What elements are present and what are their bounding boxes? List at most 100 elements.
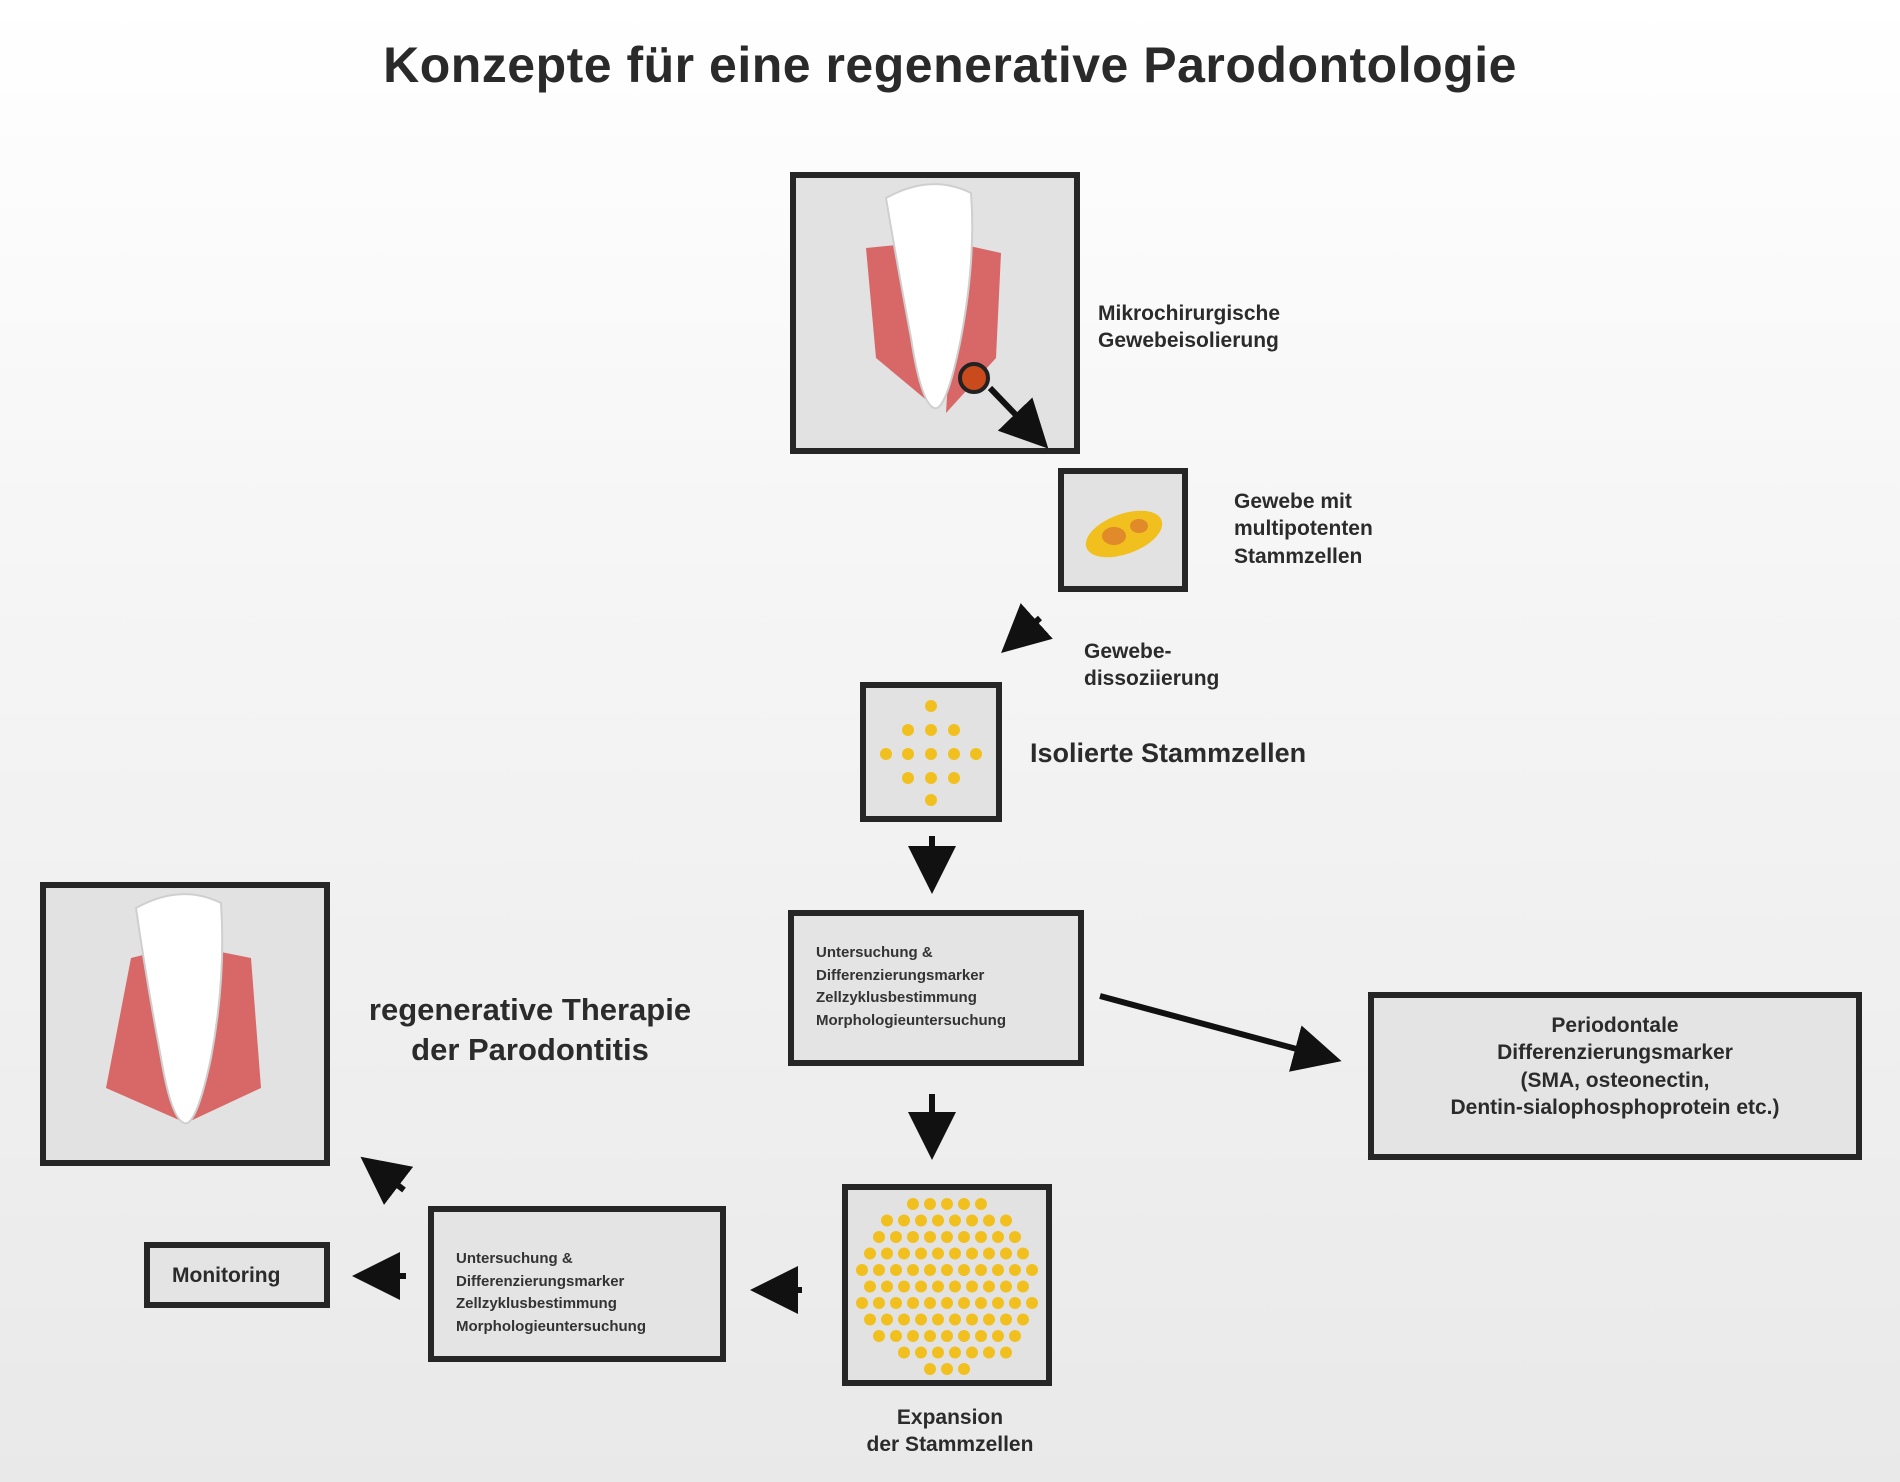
stem-cell-dot: [958, 1231, 970, 1243]
stem-cell-dot: [1000, 1247, 1012, 1260]
stem-cell-dot: [992, 1297, 1004, 1309]
stem-cell-dot: [1026, 1297, 1038, 1309]
label-therapy: regenerative Therapie der Parodontitis: [340, 990, 720, 1071]
label-isolated-cells: Isolierte Stammzellen: [1030, 738, 1307, 768]
stem-cell-dot: [898, 1280, 910, 1293]
stem-cell-dot: [932, 1280, 944, 1293]
stem-cell-dot: [932, 1346, 944, 1359]
stem-cell-dot: [941, 1363, 953, 1375]
stem-cell-dot: [966, 1247, 978, 1260]
stem-cell-dot: [941, 1330, 953, 1342]
stem-cell-dot: [1000, 1346, 1012, 1359]
stem-cell-dot: [873, 1264, 885, 1276]
stem-cell-dot: [941, 1297, 953, 1309]
stem-cell-dot: [925, 700, 937, 712]
stem-cell-dot: [932, 1313, 944, 1326]
label-tissue-line2: multipotenten: [1234, 517, 1373, 541]
stem-cell-dot: [975, 1297, 987, 1309]
stem-cell-dot: [902, 772, 914, 784]
markers-line2: Differenzierungsmarker: [1497, 1041, 1733, 1065]
stem-cell-dot: [983, 1214, 995, 1227]
stem-cell-dot: [864, 1313, 876, 1326]
stem-cell-dot: [864, 1247, 876, 1260]
arrow-analysis2-to-therapy: [360, 1156, 414, 1205]
stem-cell-dot: [907, 1297, 919, 1309]
stem-cell-dot: [958, 1297, 970, 1309]
stem-cell-dot: [856, 1297, 868, 1309]
stem-cell-dot: [924, 1330, 936, 1342]
label-isolation: Mikrochirurgische Gewebeisolierung: [1098, 300, 1280, 355]
stem-cell-dot: [958, 1363, 970, 1375]
stem-cell-dot: [983, 1346, 995, 1359]
markers-line1: Periodontale: [1551, 1014, 1679, 1037]
stem-cell-dot: [966, 1214, 978, 1227]
stem-cell-dot: [949, 1346, 961, 1359]
analysis-item: Zellzyklusbestimmung: [816, 989, 977, 1006]
markers-box: Periodontale Differenzierungsmarker (SMA…: [1368, 992, 1862, 1160]
stem-cell-dot: [958, 1264, 970, 1276]
stem-cell-dot: [925, 724, 937, 736]
label-dissociation-line2: dissoziierung: [1084, 667, 1220, 691]
stem-cell-dot: [925, 772, 937, 784]
stem-cell-dot: [948, 724, 960, 736]
label-isolation-line1: Mikrochirurgische: [1098, 302, 1281, 325]
stem-cell-dot: [948, 772, 960, 784]
tissue-sample-box: [1058, 468, 1188, 592]
stem-cell-dot: [902, 724, 914, 736]
stem-cell-dot: [983, 1313, 995, 1326]
analysis-item: Morphologieuntersuchung: [816, 1011, 1006, 1029]
stem-cell-dot: [915, 1346, 927, 1359]
analysis-item: Untersuchung &: [816, 944, 933, 961]
stem-cell-dot: [881, 1313, 893, 1326]
stem-cell-dot: [1009, 1264, 1021, 1276]
stem-cell-dot: [949, 1214, 961, 1227]
stem-cell-dot: [915, 1313, 927, 1326]
arrow-analysis-to-markers: [1099, 993, 1342, 1072]
stem-cell-dot: [1017, 1247, 1029, 1260]
analysis-item: Differenzierungsmarker: [456, 1272, 625, 1290]
stem-cell-dot: [1000, 1214, 1012, 1227]
stem-cell-dot: [907, 1231, 919, 1243]
markers-text: Periodontale Differenzierungsmarker (SMA…: [1374, 1012, 1856, 1121]
label-therapy-line2: der Parodontitis: [411, 1032, 649, 1068]
stem-cell-dot: [975, 1264, 987, 1276]
stem-cell-dot: [941, 1264, 953, 1276]
stem-cell-dot: [1000, 1280, 1012, 1293]
therapy-result-box: [40, 882, 330, 1166]
stem-cell-dot: [907, 1264, 919, 1276]
expansion-box: [842, 1184, 1052, 1386]
stem-cell-dot: [898, 1247, 910, 1260]
analysis-box: Untersuchung & Differenzierungsmarker Ze…: [788, 910, 1084, 1066]
stem-cell-dot: [873, 1231, 885, 1243]
stem-cell-dot: [873, 1330, 885, 1342]
analysis-box-2: Untersuchung & Differenzierungsmarker Ze…: [428, 1206, 726, 1362]
stem-cell-dot: [898, 1313, 910, 1326]
tissue-sample-icon: [1064, 474, 1182, 586]
stem-cell-dot: [992, 1264, 1004, 1276]
stem-cell-dot: [915, 1247, 927, 1260]
label-isolation-line2: Gewebeisolierung: [1098, 329, 1279, 353]
analysis-item: Untersuchung &: [456, 1250, 573, 1267]
stem-cell-dot: [948, 748, 960, 760]
stem-cell-dot: [924, 1297, 936, 1309]
stem-cell-dot: [925, 794, 937, 806]
stem-cell-dot: [966, 1313, 978, 1326]
stem-cell-dot: [881, 1247, 893, 1260]
stem-cell-dot: [975, 1231, 987, 1243]
stem-cell-dot: [1009, 1231, 1021, 1243]
stem-cell-dot: [970, 748, 982, 760]
analysis-item: Differenzierungsmarker: [816, 966, 985, 984]
stem-cell-dot: [890, 1264, 902, 1276]
stem-cell-dot: [915, 1214, 927, 1227]
stem-cell-dot: [898, 1346, 910, 1359]
stem-cell-dot: [915, 1280, 927, 1293]
analysis-list-2: Untersuchung & Differenzierungsmarker Ze…: [456, 1248, 646, 1338]
stem-cell-dot: [975, 1198, 987, 1210]
stem-cell-dot: [873, 1297, 885, 1309]
stem-cell-dot: [881, 1280, 893, 1293]
markers-line4: Dentin-sialophosphoprotein etc.): [1450, 1095, 1780, 1119]
stem-cell-dot: [983, 1280, 995, 1293]
arrow-tissue-to-dissociation: [1001, 603, 1053, 654]
stem-cell-dot: [924, 1231, 936, 1243]
